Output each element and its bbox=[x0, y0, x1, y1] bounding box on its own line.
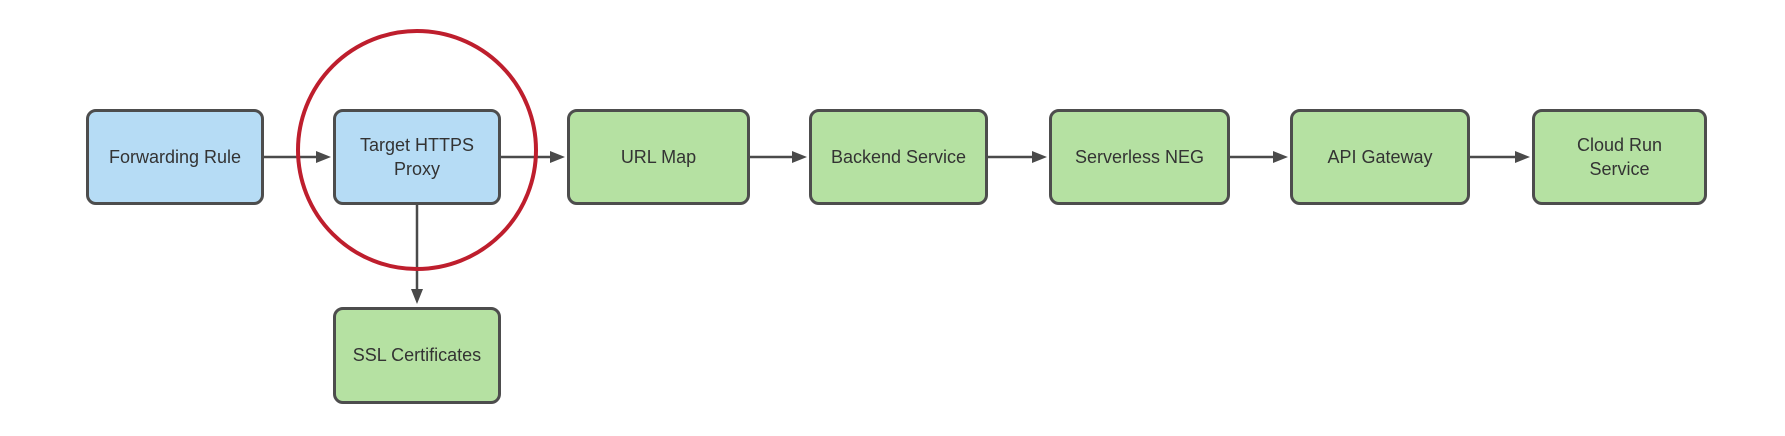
node-label: Cloud Run Service bbox=[1576, 134, 1663, 179]
arrow-serverless-neg-to-api-gateway bbox=[1230, 151, 1288, 163]
node-label: Forwarding Rule bbox=[108, 146, 242, 167]
node-url-map: URL Map bbox=[567, 109, 750, 205]
node-api-gateway: API Gateway bbox=[1290, 109, 1470, 205]
arrow-url-map-to-backend-service bbox=[750, 151, 807, 163]
node-target-https-proxy: Target HTTPS Proxy bbox=[333, 109, 501, 205]
highlight-circle-annotation bbox=[296, 29, 538, 271]
node-backend-service: Backend Service bbox=[809, 109, 988, 205]
arrow-backend-service-to-serverless-neg bbox=[988, 151, 1047, 163]
node-ssl-certificates: SSL Certificates bbox=[333, 307, 501, 404]
node-label: SSL Certificates bbox=[352, 345, 482, 366]
node-label: Serverless NEG bbox=[1074, 146, 1205, 167]
node-forwarding-rule: Forwarding Rule bbox=[86, 109, 264, 205]
node-label: Target HTTPS Proxy bbox=[359, 134, 475, 179]
node-label: Backend Service bbox=[830, 146, 967, 167]
arrow-api-gateway-to-cloud-run-service bbox=[1470, 151, 1530, 163]
node-cloud-run-service: Cloud Run Service bbox=[1532, 109, 1707, 205]
node-serverless-neg: Serverless NEG bbox=[1049, 109, 1230, 205]
node-label: API Gateway bbox=[1327, 146, 1433, 167]
node-label: URL Map bbox=[620, 146, 697, 167]
